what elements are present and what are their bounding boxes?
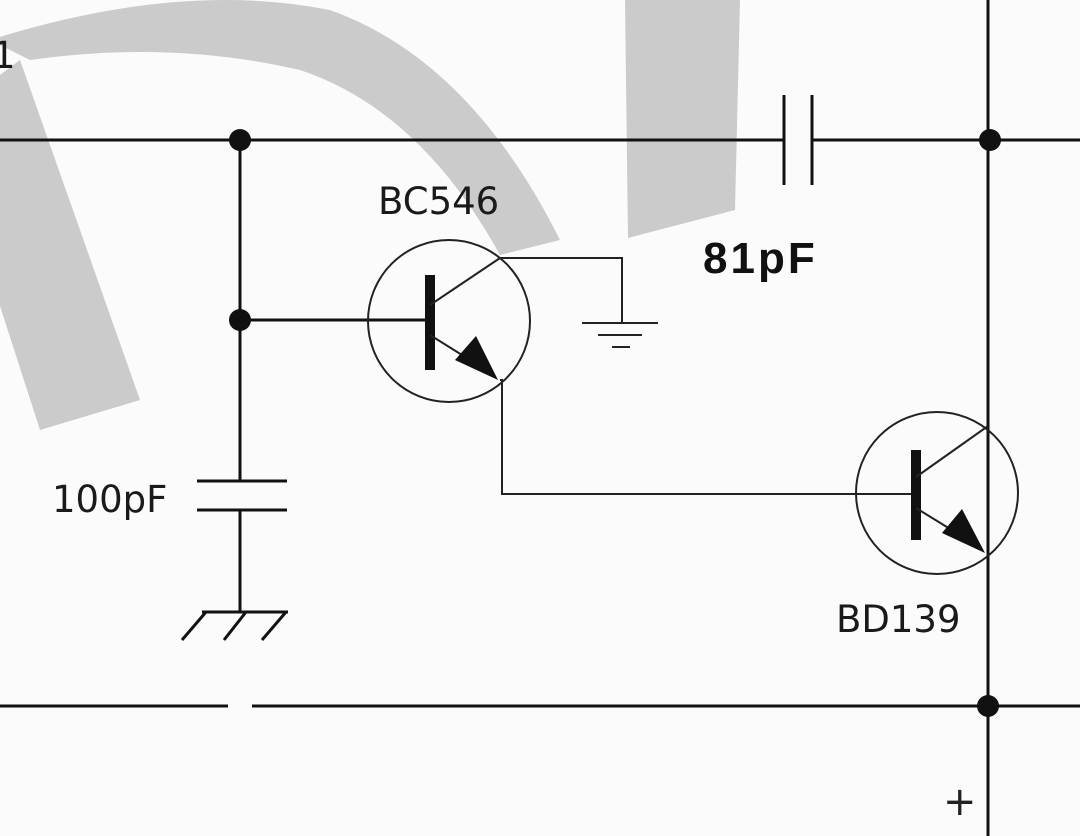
- junction-top-left: [229, 129, 251, 151]
- transistor-bd139: [855, 411, 1019, 575]
- capacitor-100pf: [197, 479, 287, 612]
- watermark-arch: [0, 0, 560, 255]
- capacitor-81pf: [782, 95, 814, 185]
- transistor-bc546-label: BC546: [378, 180, 499, 223]
- emitter-to-base-wire: [500, 379, 915, 495]
- capacitor-81pf-label: 81pF: [703, 234, 818, 283]
- junction-bottom-right: [977, 695, 999, 717]
- watermark-shapes: [0, 0, 740, 430]
- ground-symbol: [582, 322, 658, 348]
- transistor-bc546: [367, 239, 531, 403]
- watermark-left-stroke: [0, 60, 140, 430]
- capacitor-100pf-label: 100pF: [52, 478, 167, 521]
- edge-label-fragment: 1: [0, 34, 16, 77]
- chassis-ground-symbol: [180, 610, 288, 641]
- collector-wire-bc546: [500, 257, 623, 322]
- watermark-right-stroke: [625, 0, 740, 238]
- plus-terminal-label: +: [943, 779, 977, 825]
- transistor-bd139-label: BD139: [836, 598, 961, 641]
- junction-top-right: [979, 129, 1001, 151]
